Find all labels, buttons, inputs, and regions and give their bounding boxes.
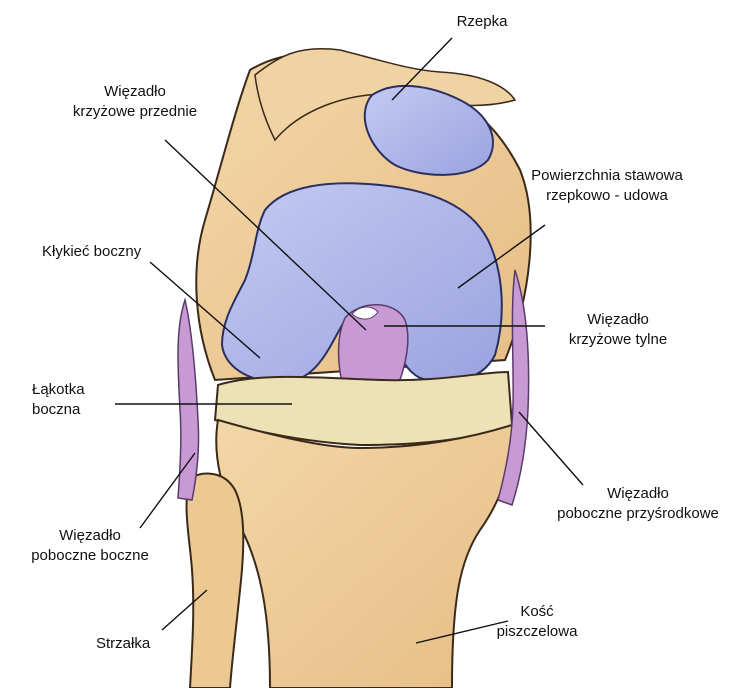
- label-klykiec-line1: Kłykieć boczny: [42, 242, 182, 262]
- label-lakotka: Łąkotka boczna: [32, 380, 122, 420]
- label-lakotka-line2: boczna: [32, 400, 122, 420]
- label-acl: Więzadło krzyżowe przednie: [50, 82, 220, 122]
- lateral-collateral-ligament: [178, 300, 199, 500]
- fibula-bone: [187, 474, 244, 688]
- tibia-bone: [216, 420, 512, 688]
- label-acl-line2: krzyżowe przednie: [50, 102, 220, 122]
- label-strzalka-line1: Strzałka: [96, 634, 186, 654]
- leader-mcl: [519, 412, 583, 485]
- label-klykiec: Kłykieć boczny: [42, 242, 182, 262]
- label-mcl-line2: poboczne przyśrodkowe: [538, 504, 738, 524]
- label-piszczel: Kość piszczelowa: [472, 602, 602, 642]
- label-acl-line1: Więzadło: [50, 82, 220, 102]
- label-pcl-line1: Więzadło: [548, 310, 688, 330]
- label-strzalka: Strzałka: [96, 634, 186, 654]
- label-pcl: Więzadło krzyżowe tylne: [548, 310, 688, 350]
- label-piszczel-line2: piszczelowa: [472, 622, 602, 642]
- label-rzepka: Rzepka: [442, 12, 522, 32]
- label-powierzchnia-line2: rzepkowo - udowa: [512, 186, 702, 206]
- label-powierzchnia-line1: Powierzchnia stawowa: [512, 166, 702, 186]
- label-pcl-line2: krzyżowe tylne: [548, 330, 688, 350]
- label-mcl: Więzadło poboczne przyśrodkowe: [538, 484, 738, 524]
- label-lcl-line2: poboczne boczne: [10, 546, 170, 566]
- label-piszczel-line1: Kość: [472, 602, 602, 622]
- label-lakotka-line1: Łąkotka: [32, 380, 122, 400]
- label-powierzchnia: Powierzchnia stawowa rzepkowo - udowa: [512, 166, 702, 206]
- label-rzepka-line1: Rzepka: [442, 12, 522, 32]
- label-lcl: Więzadło poboczne boczne: [10, 526, 170, 566]
- label-mcl-line1: Więzadło: [538, 484, 738, 504]
- label-lcl-line1: Więzadło: [10, 526, 170, 546]
